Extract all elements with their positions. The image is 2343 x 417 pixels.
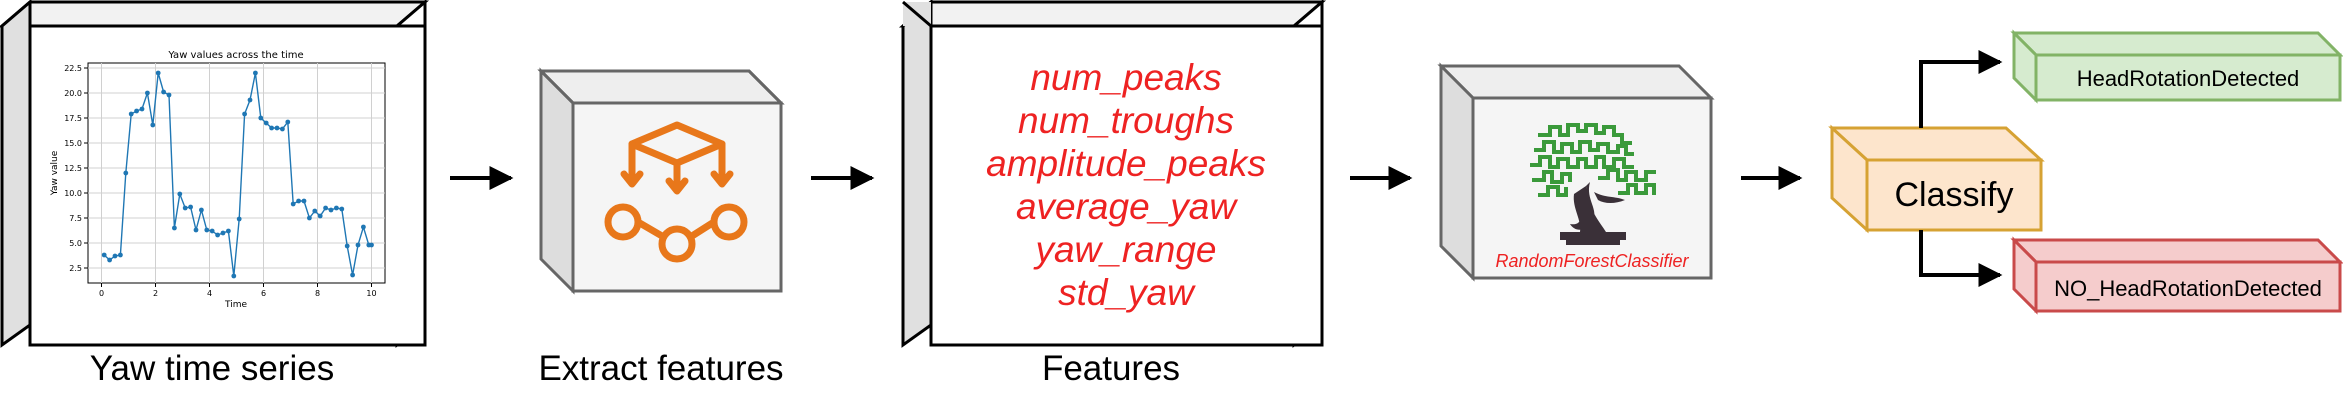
chart-point <box>128 111 134 117</box>
chart-point <box>253 70 258 76</box>
features-caption: Features <box>1042 349 1180 388</box>
chart-point <box>123 170 129 176</box>
chart-point <box>285 119 291 125</box>
chart-point <box>263 120 269 126</box>
chart-point <box>328 207 334 213</box>
chart-ytick-label: 12.5 <box>64 164 82 173</box>
feature-list: num_peaks num_troughs amplitude_peaks av… <box>986 57 1266 313</box>
chart-xlabel: Time <box>224 300 247 310</box>
chart-point <box>134 108 140 114</box>
chart-ytick-label: 2.5 <box>69 264 82 273</box>
chart-point <box>339 206 345 212</box>
chart-point <box>323 205 328 211</box>
chart-point <box>242 111 248 117</box>
negative-output-box <box>2010 236 2343 315</box>
chart-xtick-label: 2 <box>153 289 158 298</box>
chart-point <box>118 252 123 258</box>
chart-xtick-label: 8 <box>315 289 320 298</box>
chart-point <box>350 272 355 278</box>
chart-series <box>101 70 374 279</box>
chart-point <box>334 205 339 211</box>
chart-point <box>226 228 231 234</box>
bonsai-tree-icon <box>1530 123 1656 245</box>
chart-point <box>231 273 237 279</box>
extract-caption: Extract features <box>538 349 783 388</box>
chart-point <box>301 198 307 204</box>
chart-ytick-label: 17.5 <box>64 114 82 123</box>
chart-point <box>166 92 172 98</box>
model-box <box>1437 62 1715 282</box>
chart-point <box>296 198 301 204</box>
chart-ytick-label: 5.0 <box>69 239 82 248</box>
feature-item: yaw_range <box>1032 229 1216 270</box>
chart-point <box>258 115 264 121</box>
chart-point <box>355 242 361 248</box>
chart-point <box>215 232 221 238</box>
chart-point <box>172 225 177 231</box>
classify-box <box>1828 124 2045 234</box>
time-series-caption: Yaw time series <box>90 349 334 388</box>
model-label: RandomForestClassifier <box>1495 251 1689 271</box>
chart-ytick-label: 10.0 <box>64 189 82 198</box>
chart-ytick-label: 20.0 <box>64 89 82 98</box>
feature-item: num_peaks <box>1030 57 1221 98</box>
chart-point <box>182 205 188 211</box>
features-box <box>898 0 1327 348</box>
chart-xtick-label: 10 <box>366 289 376 298</box>
chart-point <box>280 126 285 132</box>
positive-output-label: HeadRotationDetected <box>2077 66 2300 91</box>
chart-point <box>107 257 112 263</box>
chart-point <box>247 97 253 103</box>
feature-item: amplitude_peaks <box>986 143 1266 184</box>
chart-point <box>220 230 226 236</box>
chart-point <box>112 253 118 259</box>
chart-point <box>236 216 242 222</box>
feature-item: std_yaw <box>1058 272 1196 313</box>
chart-point <box>161 89 167 95</box>
chart-point <box>274 125 280 131</box>
chart-point <box>177 191 183 197</box>
chart-point <box>307 215 312 221</box>
chart-ytick-label: 15.0 <box>64 139 82 148</box>
chart-point <box>150 122 156 128</box>
flow-split-icon <box>604 121 748 263</box>
chart-point <box>269 125 274 131</box>
chart-xtick-label: 4 <box>207 289 212 298</box>
chart-point <box>290 201 296 207</box>
chart-ticks: 0 2 4 6 8 10 2.5 5.0 7.5 10.0 12.5 15.0 17.5 20.0 22.5 <box>64 64 376 298</box>
chart-point <box>204 227 210 233</box>
extract-features-box <box>537 67 785 295</box>
arrow-negative <box>1919 230 2003 287</box>
chart-title: Yaw values across the time <box>167 50 303 61</box>
chart-point <box>369 242 374 248</box>
negative-output-label: NO_HeadRotationDetected <box>2054 276 2322 301</box>
chart-point <box>101 252 107 258</box>
chart-point <box>145 90 150 96</box>
chart-point <box>344 243 350 249</box>
chart-xtick-label: 0 <box>99 289 104 298</box>
chart-ylabel: Yaw value <box>50 150 60 196</box>
positive-output-box <box>2010 29 2343 104</box>
chart-point <box>188 204 194 210</box>
chart-point <box>193 227 199 233</box>
chart-point <box>199 207 204 213</box>
chart-ytick-label: 7.5 <box>69 214 82 223</box>
chart-ytick-label: 22.5 <box>64 64 82 73</box>
feature-item: average_yaw <box>1016 186 1238 227</box>
chart-point <box>155 70 161 76</box>
feature-item: num_troughs <box>1018 100 1234 141</box>
chart-grid <box>88 63 385 283</box>
chart-point <box>317 213 323 219</box>
chart-point <box>312 208 318 214</box>
arrow-positive <box>1919 50 2003 128</box>
chart-point <box>139 106 145 112</box>
chart-xtick-label: 6 <box>261 289 266 298</box>
chart-point <box>209 228 215 234</box>
chart-point <box>361 224 366 230</box>
yaw-chart: Yaw values across the time 0 2 4 6 8 10 2.5 5.0… <box>50 50 386 310</box>
classify-label: Classify <box>1894 176 2013 214</box>
